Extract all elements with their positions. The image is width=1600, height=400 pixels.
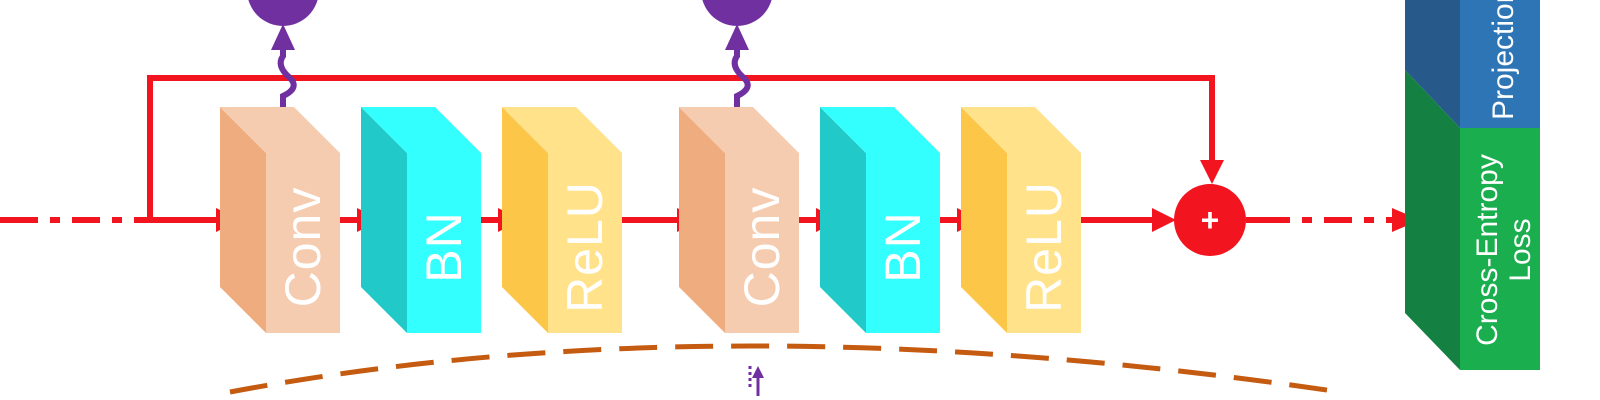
block-label: Conv xyxy=(734,187,790,308)
bottom-tap-arrow xyxy=(748,366,764,396)
block-label: BN xyxy=(875,211,931,282)
block-conv-1: Conv xyxy=(220,107,340,333)
projection-head: Projection xyxy=(1405,0,1540,128)
block-bn-2: BN xyxy=(361,107,481,333)
block-label: Conv xyxy=(275,187,331,308)
block-label: BN xyxy=(416,211,472,282)
block-label: ReLU xyxy=(557,181,613,313)
projection-label: Projection xyxy=(1487,0,1520,120)
block-label: ReLU xyxy=(1016,181,1072,313)
layer-blocks: Conv BN ReLU Conv BN ReLU xyxy=(220,107,1081,333)
block-relu-6: ReLU xyxy=(961,107,1081,333)
block-relu-3: ReLU xyxy=(502,107,622,333)
flow-arrow-head xyxy=(1152,208,1176,232)
purple-node-2 xyxy=(702,0,772,26)
sum-node-label: + xyxy=(1201,202,1220,238)
output-line xyxy=(1246,208,1420,232)
purple-tap-1 xyxy=(248,0,318,125)
cross-entropy-label-line2: Loss xyxy=(1504,218,1537,281)
sum-node: + xyxy=(1174,184,1246,256)
skip-arrow-head xyxy=(1200,160,1224,184)
purple-node-1 xyxy=(248,0,318,26)
dashed-arc xyxy=(229,343,1341,395)
block-conv-4: Conv xyxy=(679,107,799,333)
cross-entropy-head: Cross-Entropy Loss xyxy=(1405,70,1540,370)
purple-tap-2 xyxy=(702,0,772,125)
block-bn-5: BN xyxy=(820,107,940,333)
skip-connection-line xyxy=(147,75,1215,220)
cross-entropy-label-line1: Cross-Entropy xyxy=(1471,154,1504,346)
